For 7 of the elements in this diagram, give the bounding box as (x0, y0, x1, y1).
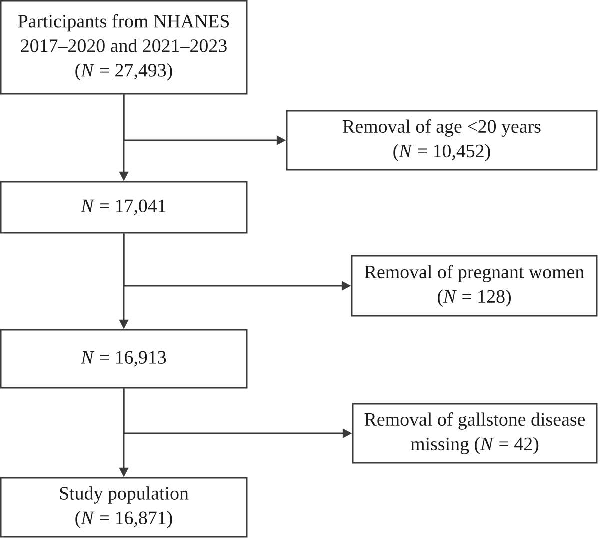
process-box: N = 17,041 (0, 181, 248, 234)
process-box: Removal of age <20 years (N = 10,452) (286, 110, 598, 171)
process-box: Study population (N = 16,871) (0, 477, 248, 538)
process-box: Participants from NHANES 2017–2020 and 2021–2023 (N = 27,493) (0, 0, 248, 95)
process-box: Removal of gallstone disease missing (N = 42) (352, 403, 598, 464)
process-box: Removal of pregnant women (N = 128) (351, 255, 598, 317)
process-box: N = 16,913 (0, 329, 248, 389)
